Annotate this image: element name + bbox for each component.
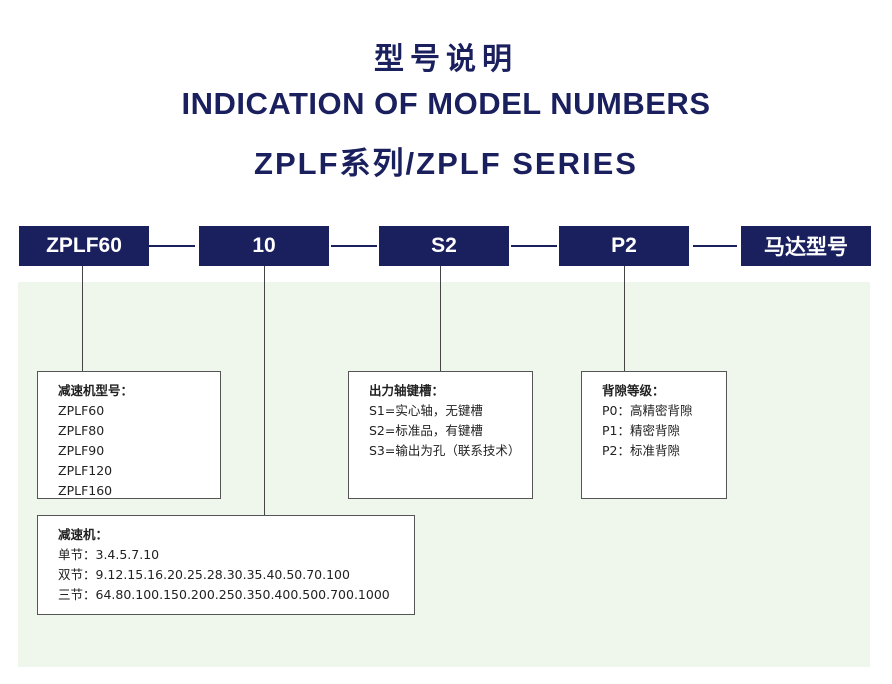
shaft-description-box: 出力轴键槽： S1=实心轴，无键槽 S2=标准品，有键槽 S3=输出为孔（联系技… <box>348 371 533 499</box>
list-item: ZPLF60 <box>58 403 105 418</box>
model-box-heading: 减速机型号： <box>58 383 134 398</box>
title-series: ZPLF系列/ZPLF SERIES <box>254 146 638 181</box>
code-box-ratio: 10 <box>199 226 329 266</box>
code-box-shaft: S2 <box>379 226 509 266</box>
model-description-box: 减速机型号： ZPLF60 ZPLF80 ZPLF90 ZPLF120 ZPLF… <box>37 371 221 499</box>
shaft-list: S1=实心轴，无键槽 S2=标准品，有键槽 S3=输出为孔（联系技术） <box>369 401 520 461</box>
list-item: P1：精密背隙 <box>602 423 680 438</box>
list-item: 单节：3.4.5.7.10 <box>58 547 160 562</box>
ratio-box-heading: 减速机： <box>58 527 109 542</box>
list-item: S1=实心轴，无键槽 <box>369 403 483 418</box>
backlash-description-box: 背隙等级： P0：高精密背隙 P1：精密背隙 P2：标准背隙 <box>581 371 727 499</box>
list-item: P0：高精密背隙 <box>602 403 693 418</box>
list-item: 双节：9.12.15.16.20.25.28.30.35.40.50.70.10… <box>58 567 350 582</box>
connector-dash <box>331 245 377 247</box>
connector-dash <box>693 245 737 247</box>
list-item: ZPLF120 <box>58 463 113 478</box>
connector-line-backlash <box>624 266 625 372</box>
connector-dash <box>511 245 557 247</box>
connector-line-ratio <box>264 266 265 516</box>
title-chinese: 型号说明 <box>374 42 518 77</box>
list-item: ZPLF160 <box>58 483 113 498</box>
title-english: INDICATION OF MODEL NUMBERS <box>181 86 711 121</box>
backlash-box-heading: 背隙等级： <box>602 383 665 398</box>
list-item: S3=输出为孔（联系技术） <box>369 443 521 458</box>
list-item: ZPLF90 <box>58 443 105 458</box>
code-box-motor: 马达型号 <box>741 226 871 266</box>
list-item: S2=标准品，有键槽 <box>369 423 483 438</box>
code-box-model: ZPLF60 <box>19 226 149 266</box>
list-item: 三节：64.80.100.150.200.250.350.400.500.700… <box>58 587 390 602</box>
model-list: ZPLF60 ZPLF80 ZPLF90 ZPLF120 ZPLF160 <box>58 401 112 501</box>
list-item: P2：标准背隙 <box>602 443 680 458</box>
ratio-list: 单节：3.4.5.7.10 双节：9.12.15.16.20.25.28.30.… <box>58 545 390 605</box>
code-box-backlash: P2 <box>559 226 689 266</box>
list-item: ZPLF80 <box>58 423 105 438</box>
ratio-description-box: 减速机： 单节：3.4.5.7.10 双节：9.12.15.16.20.25.2… <box>37 515 415 615</box>
connector-line-shaft <box>440 266 441 372</box>
connector-dash <box>149 245 195 247</box>
shaft-box-heading: 出力轴键槽： <box>369 383 445 398</box>
backlash-list: P0：高精密背隙 P1：精密背隙 P2：标准背隙 <box>602 401 693 461</box>
connector-line-model <box>82 266 83 372</box>
